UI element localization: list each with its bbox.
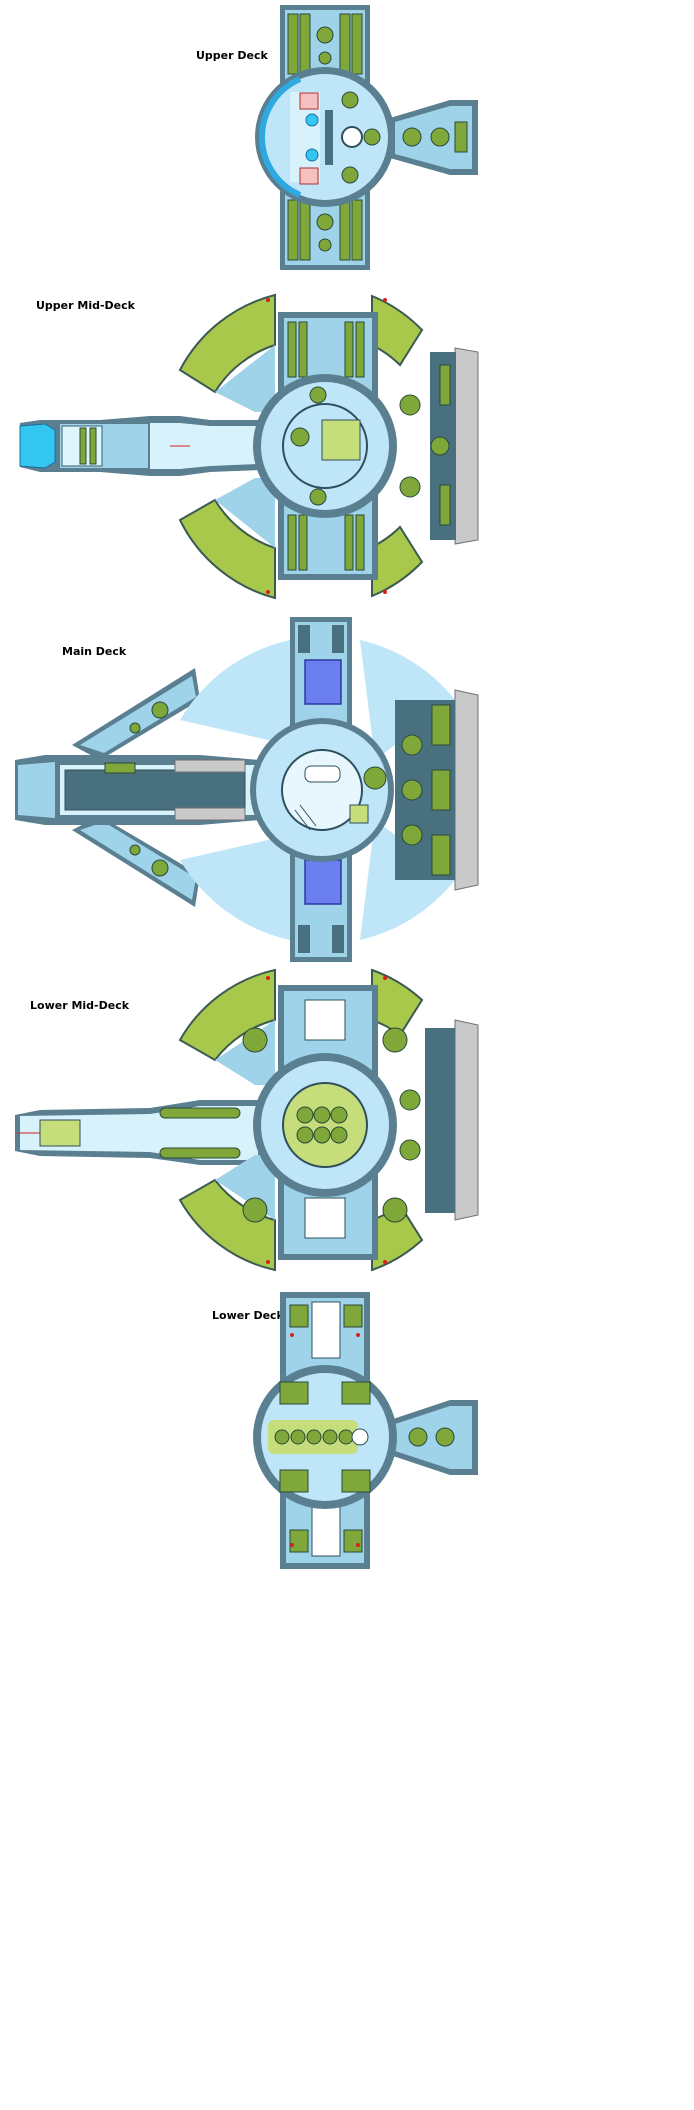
deck-label-upper-mid: Upper Mid-Deck	[36, 299, 135, 312]
lower-mid-core-modules	[296, 1106, 348, 1144]
upper-deck-engine	[402, 121, 468, 153]
main-deck-plan	[15, 617, 479, 962]
lower-mid-deck-plan	[15, 968, 479, 1272]
main-deck-engines	[401, 704, 451, 876]
upper-mid-deck-plan	[19, 293, 479, 600]
deck-label-main: Main Deck	[62, 645, 127, 658]
deck-label-upper: Upper Deck	[196, 49, 268, 62]
upper-mid-rear-engines	[399, 364, 451, 526]
lower-deck-tanks	[274, 1429, 354, 1445]
deck-label-lower: Lower Deck	[212, 1309, 284, 1322]
upper-mid-equipment	[287, 321, 365, 571]
lower-deck-plan	[253, 1292, 478, 1569]
main-deck-upper-lift	[304, 659, 342, 705]
upper-deck-equipment-bottom	[287, 199, 363, 261]
deck-label-lower-mid: Lower Mid-Deck	[30, 999, 130, 1012]
upper-deck-plan	[255, 5, 478, 270]
main-deck-lower-lift	[304, 859, 342, 905]
